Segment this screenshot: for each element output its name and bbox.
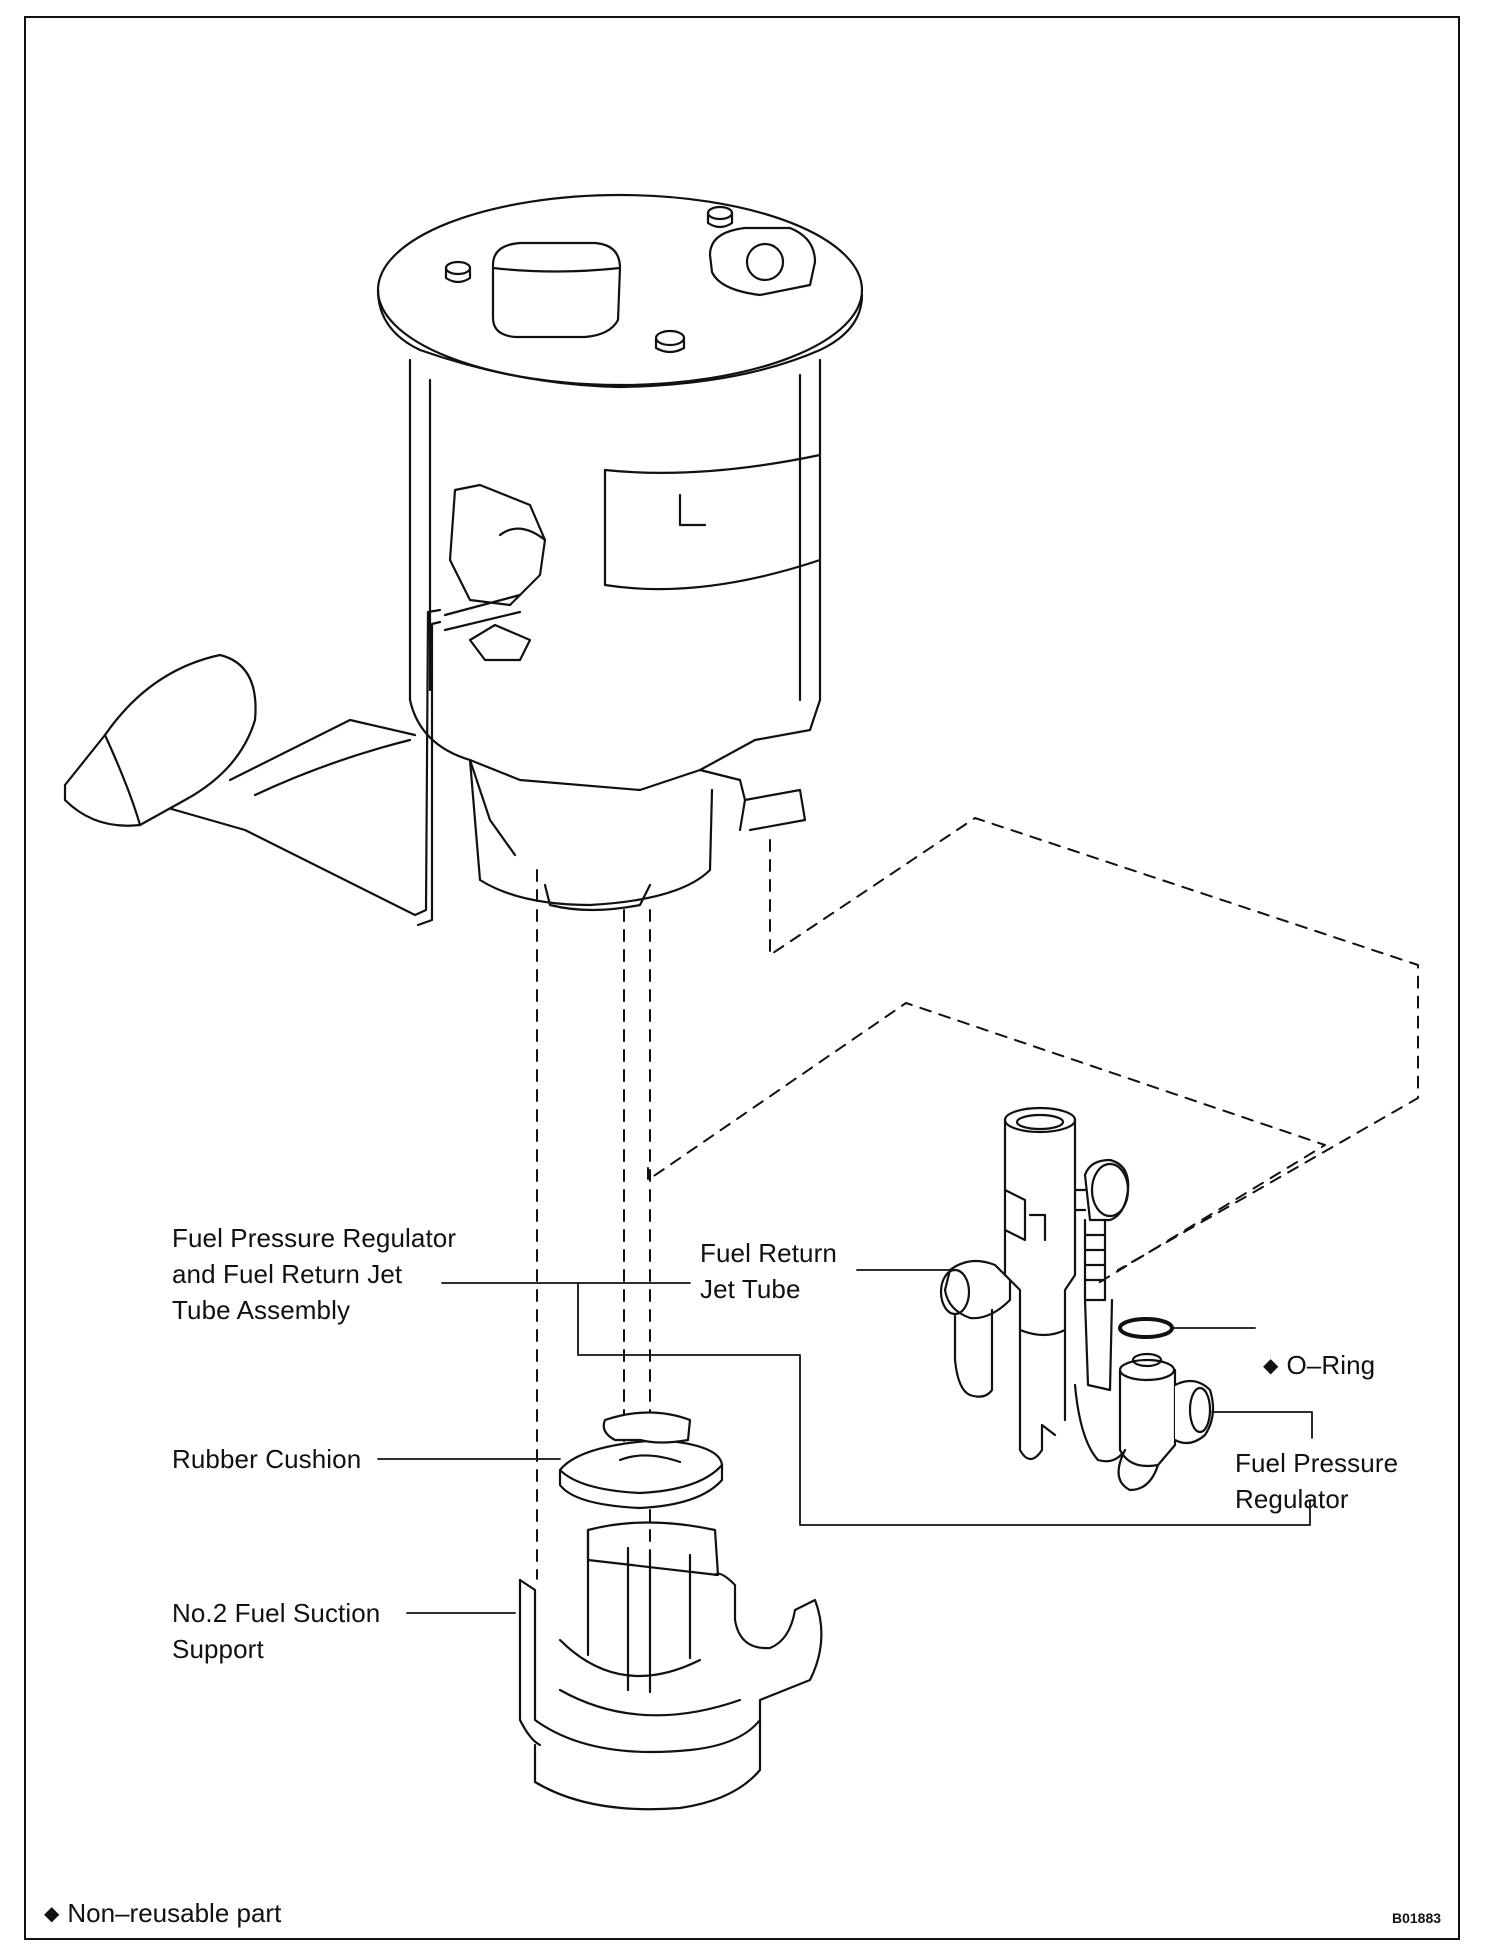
non-reusable-icon: ◆: [1263, 1355, 1279, 1377]
assembly-guide-lines: [536, 817, 1419, 1681]
float: [63, 653, 257, 827]
leader-lines: [377, 1269, 1313, 1614]
figure-code: B01883: [1392, 1910, 1442, 1926]
suction-support: [518, 1521, 823, 1811]
legend-diamond-icon: ◆: [44, 1903, 60, 1925]
o-ring: [1118, 1317, 1174, 1339]
label-return-jet-tube: Fuel Return Jet Tube: [700, 1238, 837, 1304]
legend: ◆ Non–reusable part: [44, 1898, 281, 1929]
label-rubber-cushion: Rubber Cushion: [172, 1444, 362, 1474]
regulator-jet-tube-assembly: [939, 1106, 1215, 1492]
diagram-frame: [24, 16, 1460, 1940]
fuel-pump-assembly: [63, 193, 864, 927]
float-arm: [103, 608, 442, 917]
o-ring-text: O–Ring: [1286, 1350, 1376, 1380]
label-pressure-regulator: Fuel Pressure Regulator: [1235, 1448, 1399, 1514]
label-o-ring: ◆ O–Ring: [1263, 1311, 1375, 1384]
leader-pressure-regulator: [1211, 1411, 1313, 1439]
legend-text: Non–reusable part: [67, 1898, 282, 1928]
leader-assembly-bracket: [577, 1282, 1311, 1526]
rubber-cushion: [558, 1411, 724, 1510]
label-suction-support: No.2 Fuel Suction Support: [172, 1598, 381, 1664]
label-regulator-assembly: Fuel Pressure Regulator and Fuel Return …: [172, 1223, 457, 1325]
